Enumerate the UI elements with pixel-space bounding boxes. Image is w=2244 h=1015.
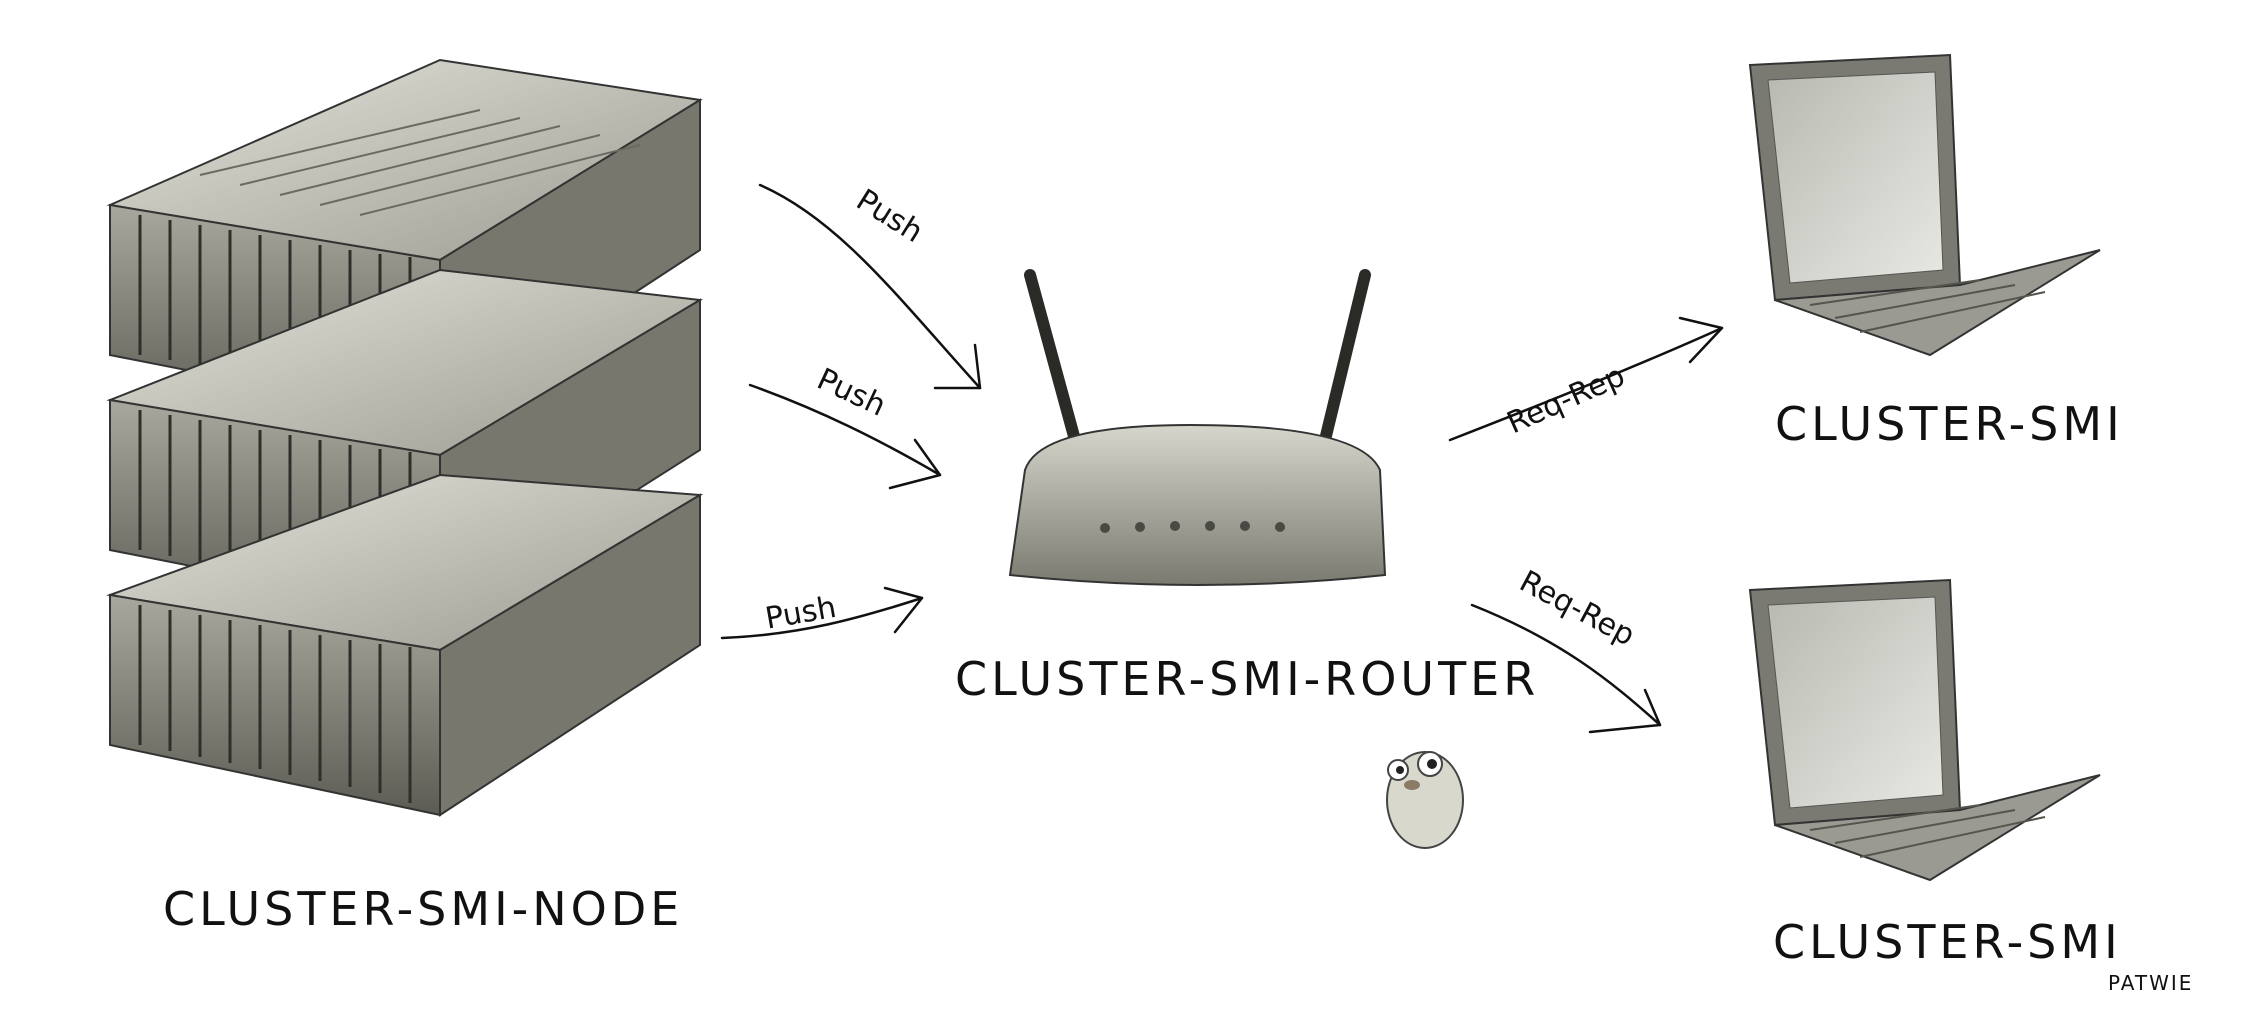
arrow-push-1-label: Push bbox=[850, 183, 929, 250]
server-stack bbox=[106, 58, 704, 817]
arrow-reqrep-2 bbox=[1470, 603, 1662, 734]
laptop-top bbox=[1748, 53, 2101, 357]
label-cluster-smi-node: CLUSTER-SMI-NODE bbox=[163, 882, 683, 936]
label-cluster-smi-router: CLUSTER-SMI-ROUTER bbox=[955, 652, 1539, 706]
router-antenna-left bbox=[1024, 269, 1081, 446]
arrow-push-3-label: Push bbox=[763, 590, 839, 637]
server-3 bbox=[106, 473, 704, 817]
label-cluster-smi-top: CLUSTER-SMI bbox=[1775, 397, 2124, 451]
arrow-push-3 bbox=[720, 586, 924, 640]
arrow-push-2 bbox=[748, 383, 942, 490]
router-antenna-right bbox=[1319, 269, 1371, 446]
label-cluster-smi-bottom: CLUSTER-SMI bbox=[1773, 915, 2122, 969]
arrow-reqrep-2-label: Req-Rep bbox=[1514, 564, 1641, 654]
router-leds bbox=[1100, 521, 1285, 533]
router-body bbox=[1008, 423, 1387, 586]
laptop-bottom bbox=[1748, 578, 2101, 882]
arrow-reqrep-1 bbox=[1448, 316, 1724, 442]
arrow-reqrep-1-label: Req-Rep bbox=[1502, 358, 1630, 441]
signature: PATWIE bbox=[2108, 971, 2193, 995]
router bbox=[1008, 269, 1387, 586]
arrow-push-1 bbox=[758, 183, 982, 390]
gopher-mascot bbox=[1386, 751, 1464, 849]
